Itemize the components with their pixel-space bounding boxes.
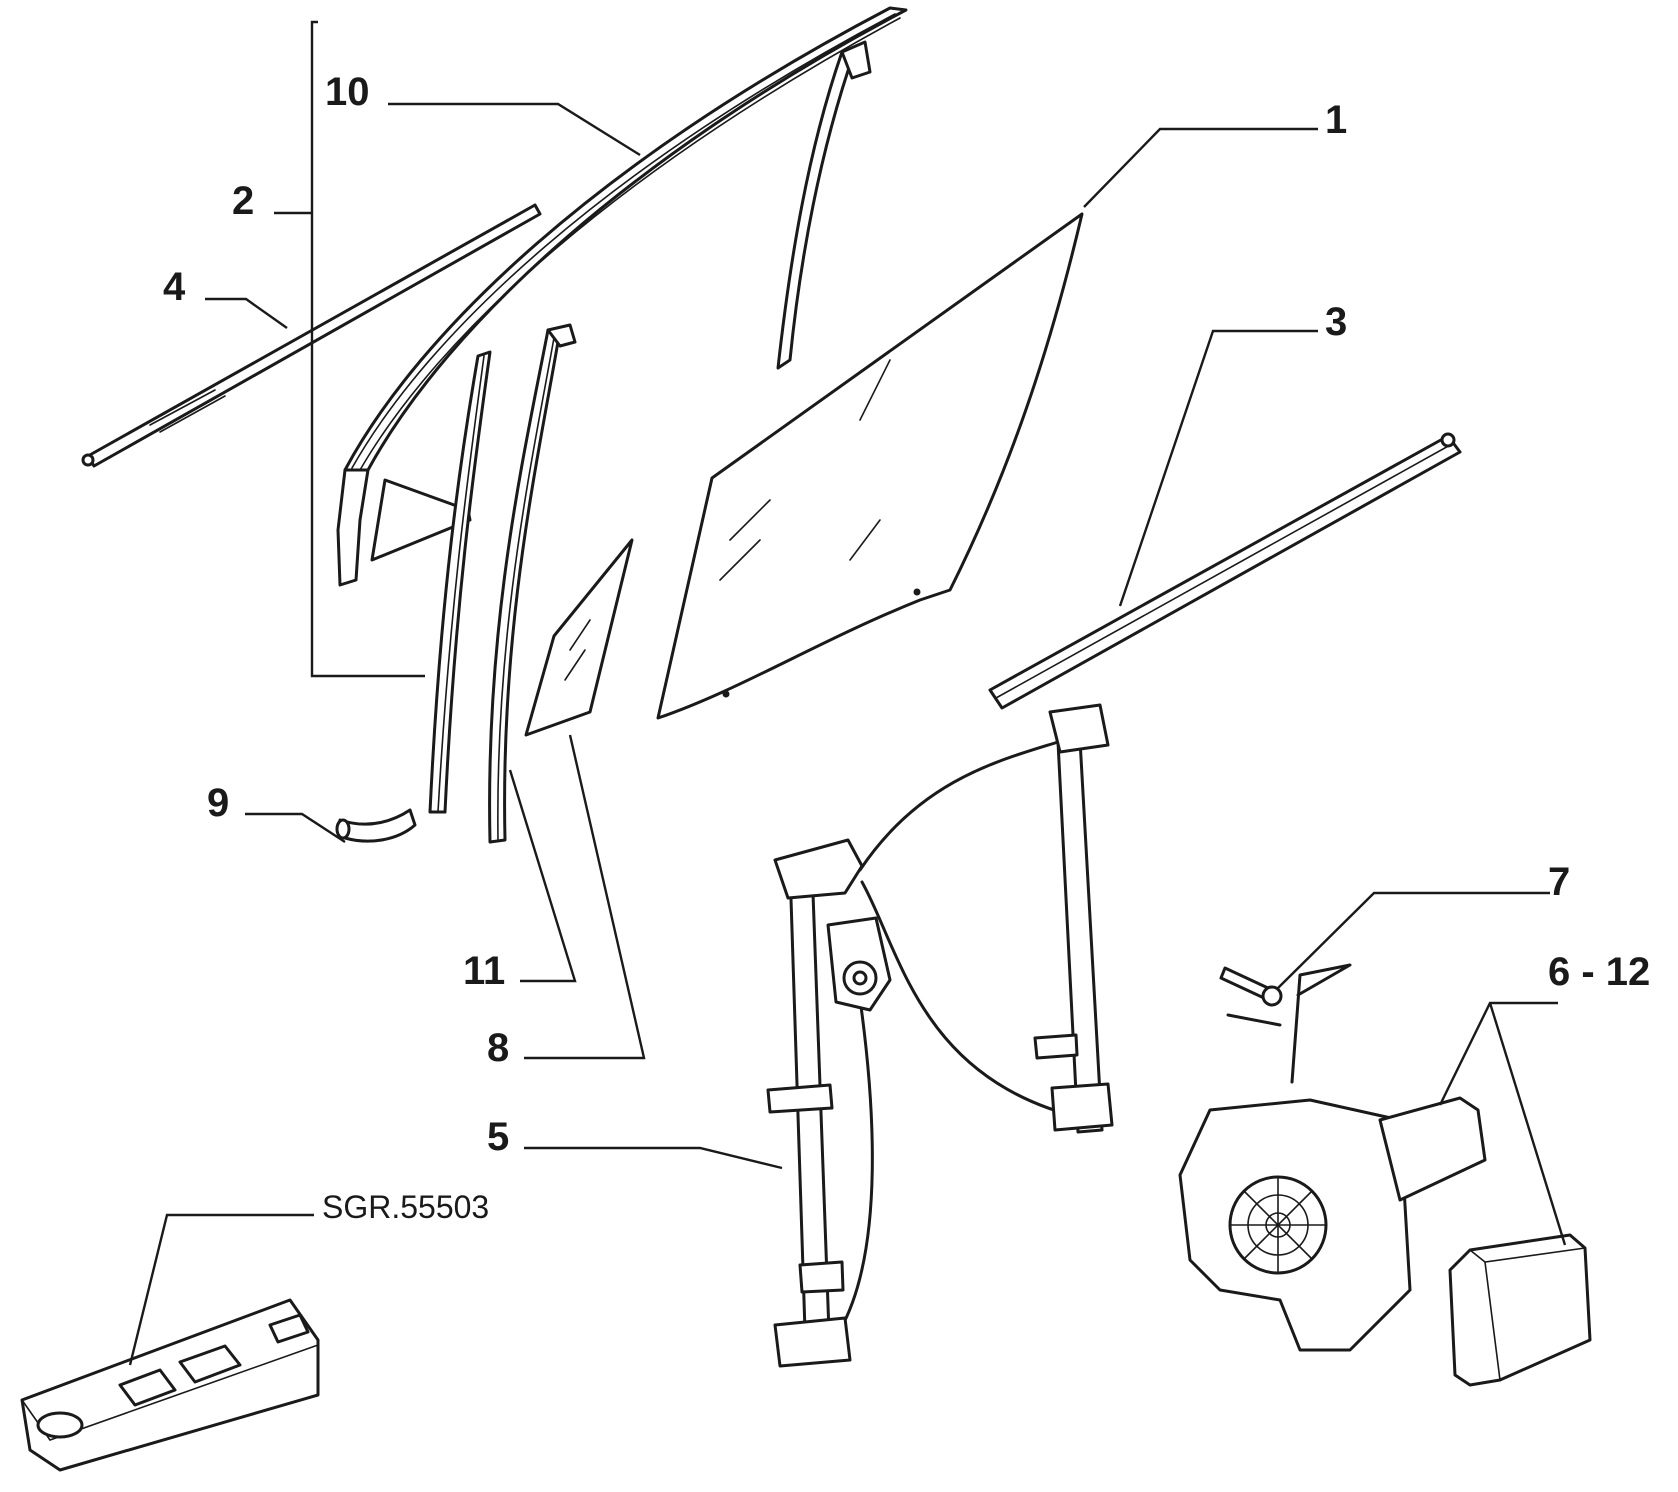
outer-belt-weatherstrip-part [988, 432, 1462, 710]
callout-10: 10 [325, 70, 370, 114]
callout-11: 11 [463, 949, 505, 993]
leader-4 [205, 297, 288, 329]
callout-5: 5 [487, 1115, 509, 1159]
leader-10 [388, 102, 641, 157]
leader-6-12b [1488, 1002, 1567, 1246]
callout-4: 4 [163, 265, 186, 309]
callout-3: 3 [1325, 300, 1347, 344]
upper-frame-seal-part [336, 6, 908, 587]
quarter-glass-part [524, 538, 634, 737]
callout-labels: 10 1 2 4 3 9 7 11 6 - 12 8 5 SGR.55503 [163, 70, 1650, 1225]
callout-1: 1 [1325, 98, 1347, 142]
window-switch-panel [20, 1298, 320, 1472]
leader-5 [524, 1146, 783, 1170]
callout-7: 7 [1548, 860, 1570, 904]
reference-code: SGR.55503 [322, 1189, 489, 1225]
screw-part [1219, 963, 1352, 1084]
leader-1 [1083, 127, 1318, 208]
leader-lines [128, 20, 1567, 1366]
leader-bracket-2 [310, 20, 425, 678]
callout-6-12: 6 - 12 [1548, 950, 1650, 994]
inner-belt-weatherstrip-part [81, 203, 542, 468]
window-frame-seal-part [428, 350, 492, 814]
callout-8: 8 [487, 1026, 509, 1070]
callout-9: 9 [207, 781, 229, 825]
window-regulator-part [766, 703, 1114, 1368]
leader-ref [128, 1213, 314, 1366]
callout-2: 2 [232, 179, 254, 223]
leader-7 [1277, 891, 1550, 989]
hose-sleeve-part [335, 808, 417, 843]
glass-run-channel-part [488, 323, 577, 844]
door-glass-part [656, 212, 1084, 720]
leader-8 [524, 734, 646, 1060]
leader-9 [245, 812, 346, 844]
control-unit-part [1448, 1233, 1592, 1387]
leader-6-12 [1438, 1001, 1558, 1106]
leader-3 [1118, 329, 1318, 607]
leader-11 [508, 769, 577, 983]
regulator-motor-part [1178, 1096, 1487, 1352]
